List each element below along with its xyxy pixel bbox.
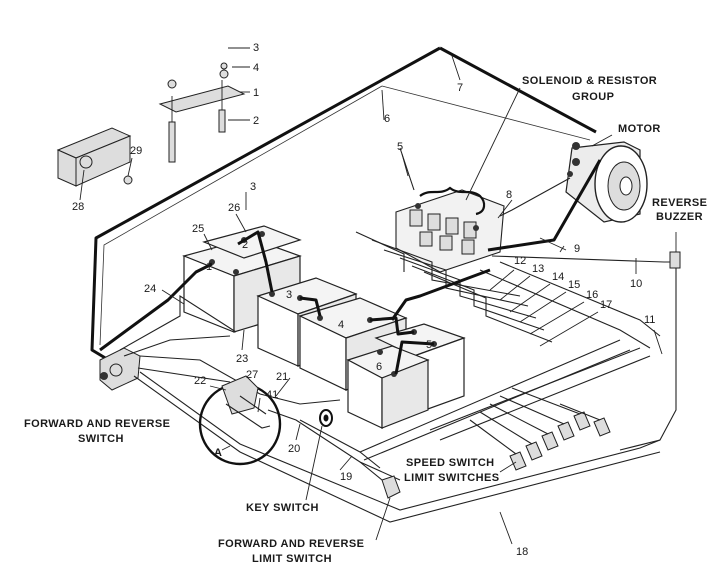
part-number-3: 3 (253, 42, 259, 54)
part-number-18: 18 (516, 546, 528, 558)
detail-a-label: A (214, 447, 222, 459)
part-number-13: 13 (532, 263, 544, 275)
battery-number-6: 6 (376, 361, 382, 373)
part-number-20: 20 (288, 443, 300, 455)
forward-reverse-switch-label-line2: SWITCH (78, 433, 124, 445)
part-number-29: 29 (130, 145, 142, 157)
part-number-25: 25 (192, 223, 204, 235)
part-number-3b: 3 (250, 181, 256, 193)
part-number-9: 9 (574, 243, 580, 255)
cable-6 (99, 85, 591, 346)
battery-6 (346, 345, 430, 429)
battery-number-2: 2 (242, 239, 248, 251)
part-number-28: 28 (72, 201, 84, 213)
part-number-26: 26 (228, 202, 240, 214)
forward-reverse-switch (99, 347, 141, 391)
limit-switch-label-line1: FORWARD AND REVERSE (218, 538, 364, 550)
key-switch-label: KEY SWITCH (246, 502, 319, 514)
leaders-12-17 (401, 153, 599, 347)
battery-number-1: 1 (206, 261, 212, 273)
fwd-rev-limit-switch (359, 461, 401, 541)
motor-label: MOTOR (618, 123, 661, 135)
part-number-27: 27 (246, 369, 258, 381)
solenoid-label-line2: GROUP (572, 91, 614, 103)
battery-jumpers (99, 230, 491, 375)
speed-switch-limit-switches (469, 387, 611, 473)
solenoid-label-line1: SOLENOID & RESISTOR (522, 75, 657, 87)
reverse-buzzer-label-line1: REVERSE (652, 197, 707, 209)
part-number-23: 23 (236, 353, 248, 365)
reverse-buzzer-label-line2: BUZZER (656, 211, 703, 223)
part-number-5: 5 (397, 141, 403, 153)
speed-switch-label-line1: SPEED SWITCH (406, 457, 495, 469)
detail-a (198, 375, 282, 466)
part-number-12: 12 (514, 255, 526, 267)
motor (565, 134, 648, 223)
part-number-7: 7 (457, 82, 463, 94)
part-number-14: 14 (552, 271, 564, 283)
solenoid-resistor-group (395, 87, 521, 273)
speed-switch-label-line2: LIMIT SWITCHES (404, 472, 499, 484)
lower-harness (119, 294, 661, 523)
bracket-assembly (158, 62, 246, 163)
part-number-11: 11 (644, 314, 655, 326)
part-number-19: 19 (340, 471, 352, 483)
forward-reverse-switch-label-line1: FORWARD AND REVERSE (24, 418, 170, 430)
reverse-buzzer (619, 232, 681, 451)
part-number-22: 22 (194, 375, 206, 387)
limit-switch-label-line2: LIMIT SWITCH (252, 553, 332, 565)
part-number-41: 41 (266, 389, 278, 401)
part-number-16: 16 (586, 289, 598, 301)
leader-lines-top (228, 47, 250, 121)
part-number-24: 24 (144, 283, 156, 295)
battery-number-4: 4 (338, 319, 344, 331)
part-number-15: 15 (568, 279, 580, 291)
main-cable-7 (90, 46, 597, 364)
part-number-1: 1 (253, 87, 259, 99)
part-number-8: 8 (506, 189, 512, 201)
part-number-4: 4 (253, 62, 259, 74)
part-number-10: 10 (630, 278, 642, 290)
harness-bundle (355, 147, 674, 349)
battery-number-5: 5 (426, 339, 432, 351)
misc-leaders (161, 55, 663, 545)
mount-block (56, 127, 133, 201)
part-number-17: 17 (600, 299, 612, 311)
part-number-21: 21 (276, 371, 288, 383)
battery-number-3: 3 (286, 289, 292, 301)
part-number-6: 6 (384, 113, 390, 125)
key-switch (305, 409, 333, 501)
part-number-2: 2 (253, 115, 259, 127)
